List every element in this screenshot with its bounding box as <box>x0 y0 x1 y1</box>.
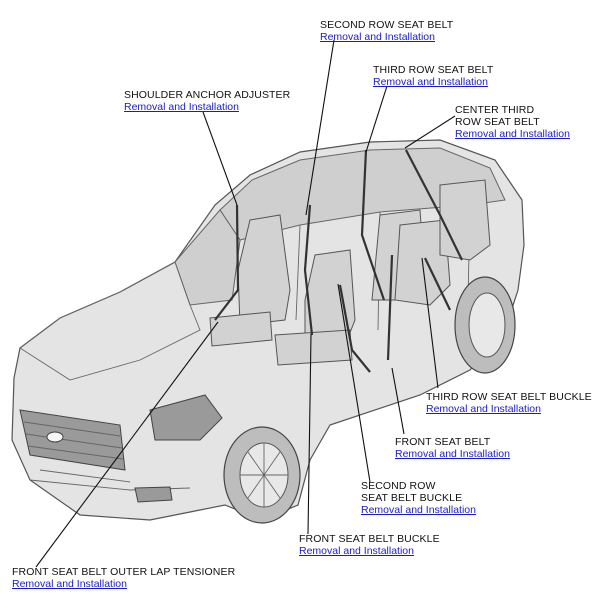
callout-title: FRONT SEAT BELT OUTER LAP TENSIONER <box>12 566 236 578</box>
removal-installation-link[interactable]: Removal and Installation <box>455 128 570 140</box>
removal-installation-link[interactable]: Removal and Installation <box>361 504 476 516</box>
callout-title: SHOULDER ANCHOR ADJUSTER <box>124 89 291 101</box>
callout-title-line-1: CENTER THIRD <box>455 104 535 116</box>
removal-installation-link[interactable]: Removal and Installation <box>373 76 488 88</box>
leader-front-seat-belt-buckle <box>307 333 312 535</box>
leader-third-row-seat-belt <box>365 85 388 153</box>
callout-title: SECOND ROW SEAT BELT <box>320 19 454 31</box>
callout-front-seat-belt-buckle: FRONT SEAT BELT BUCKLE Removal and Insta… <box>299 533 440 557</box>
vehicle-illustration <box>11 139 525 524</box>
removal-installation-link[interactable]: Removal and Installation <box>426 403 541 415</box>
callout-second-row-seat-belt: SECOND ROW SEAT BELT Removal and Install… <box>320 19 453 43</box>
removal-installation-link[interactable]: Removal and Installation <box>299 545 414 557</box>
callout-title: FRONT SEAT BELT <box>395 436 491 448</box>
callout-third-row-seat-belt-buckle: THIRD ROW SEAT BELT BUCKLE Removal and I… <box>426 391 592 415</box>
leader-front-seat-belt-outer-lap-tensioner <box>35 321 219 568</box>
leader-second-row-seat-belt <box>305 39 335 216</box>
removal-installation-link[interactable]: Removal and Installation <box>395 448 510 460</box>
callout-title-line-2: SEAT BELT BUCKLE <box>361 492 463 504</box>
leader-front-seat-belt <box>391 367 405 435</box>
callout-title: THIRD ROW SEAT BELT <box>373 64 494 76</box>
leader-second-row-seat-belt-buckle <box>337 283 371 483</box>
removal-installation-link[interactable]: Removal and Installation <box>124 101 239 113</box>
callout-title: FRONT SEAT BELT BUCKLE <box>299 533 440 545</box>
leader-shoulder-anchor-adjuster <box>202 111 238 206</box>
callout-shoulder-anchor-adjuster: SHOULDER ANCHOR ADJUSTER Removal and Ins… <box>124 89 290 113</box>
removal-installation-link[interactable]: Removal and Installation <box>12 578 127 590</box>
callout-second-row-seat-belt-buckle: SECOND ROW SEAT BELT BUCKLE Removal and … <box>361 480 476 516</box>
leader-center-third-row-seat-belt <box>404 115 456 149</box>
callout-title-line-1: SECOND ROW <box>361 480 436 492</box>
callout-third-row-seat-belt: THIRD ROW SEAT BELT Removal and Installa… <box>373 64 493 88</box>
callout-front-seat-belt-outer-lap-tensioner: FRONT SEAT BELT OUTER LAP TENSIONER Remo… <box>12 566 235 590</box>
callout-title: THIRD ROW SEAT BELT BUCKLE <box>426 391 592 403</box>
callout-center-third-row-seat-belt: CENTER THIRD ROW SEAT BELT Removal and I… <box>455 104 570 140</box>
callout-front-seat-belt: FRONT SEAT BELT Removal and Installation <box>395 436 510 460</box>
callout-title-line-2: ROW SEAT BELT <box>455 116 540 128</box>
removal-installation-link[interactable]: Removal and Installation <box>320 31 435 43</box>
leader-third-row-seat-belt-buckle <box>421 257 439 389</box>
leader-lines <box>35 39 456 568</box>
